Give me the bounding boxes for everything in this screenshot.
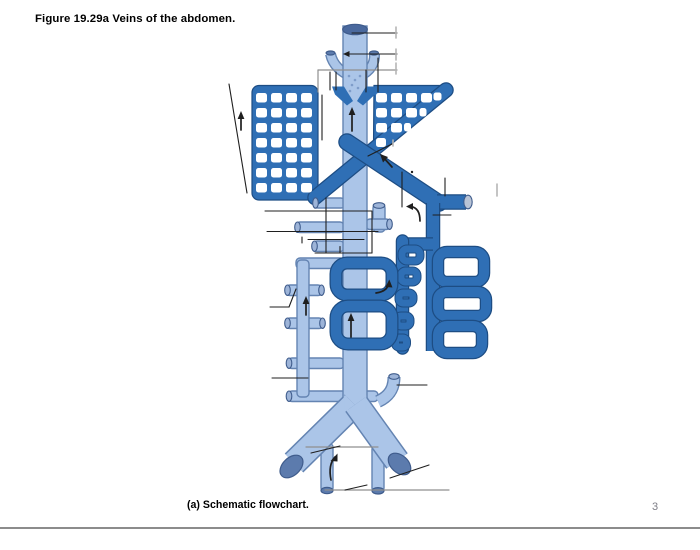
mesenteric-loops [329,203,493,360]
figure-title: Figure 19.29a Veins of the abdomen. [35,13,236,25]
figure-caption: (a) Schematic flowchart. [187,499,309,511]
iliac-bifurcation [284,394,408,473]
external-iliac-cap [387,452,412,476]
liver-sinusoid-holes [256,92,442,193]
hepatic-portal-system [329,133,493,360]
inferior-vena-cava [342,25,368,413]
liver-ivc-collar [332,86,378,106]
liver [251,74,454,206]
external-iliac-cap [279,454,304,479]
splenic-cap [463,194,473,210]
vessel-end-caps [279,23,473,495]
internal-iliac-cap [371,486,385,495]
page-number: 3 [652,501,659,513]
hepatic-portal-vein [338,133,448,212]
gonadal-vein-stub [374,376,401,408]
ivc-top-cap [342,23,368,36]
flow-arrows [237,107,421,481]
hepatic-vein-opening [325,50,336,56]
leader-lines [228,32,452,491]
sinusoid-dots [347,74,362,93]
label-ticks [392,26,498,197]
slide-bottom-border [0,527,700,529]
